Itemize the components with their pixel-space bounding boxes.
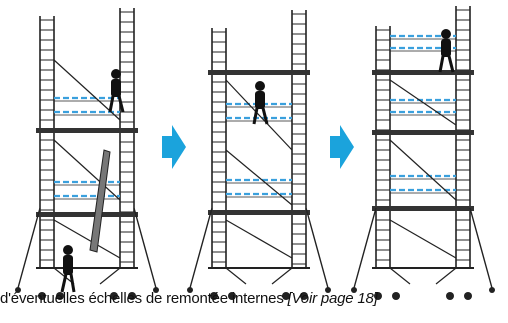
diagonal-brace: [53, 219, 121, 259]
worker-head: [111, 69, 121, 79]
platform-deck: [208, 70, 310, 75]
diagonal-brace: [53, 139, 121, 201]
platform-deck: [372, 70, 474, 75]
page-reference: [Voir page 18]: [287, 290, 378, 307]
platform-deck: [208, 210, 310, 215]
diagonal-brace: [389, 79, 457, 126]
base-brace: [435, 267, 457, 285]
worker-head: [255, 81, 265, 91]
castor-wheel: [128, 292, 136, 300]
right-arrow-icon: [162, 125, 186, 169]
platform-deck: [372, 130, 474, 135]
castor-wheel: [464, 292, 472, 300]
worker-leg: [438, 55, 445, 73]
right-arrow-icon: [330, 125, 354, 169]
worker-leg: [447, 55, 455, 73]
diagonal-brace: [389, 219, 457, 259]
stabiliser-foot: [153, 287, 159, 293]
stabiliser-right: [133, 207, 157, 289]
stabiliser-foot: [351, 287, 357, 293]
stabiliser-left: [17, 207, 41, 289]
diagonal-brace: [225, 219, 293, 259]
platform-deck: [36, 128, 138, 133]
scaffold-tower-step-2: [187, 10, 331, 300]
base-brace: [225, 267, 247, 285]
worker-leg: [252, 107, 259, 125]
worker-leg: [108, 95, 115, 113]
worker-body: [255, 91, 265, 109]
stabiliser-left: [189, 207, 213, 289]
castor-wheel: [300, 292, 308, 300]
castor-wheel: [392, 292, 400, 300]
scaffold-tower-step-1: [15, 8, 159, 300]
stabiliser-foot: [489, 287, 495, 293]
ground-worker-leg: [69, 273, 76, 293]
stabiliser-foot: [15, 287, 21, 293]
ground-worker-leg: [60, 273, 68, 293]
castor-wheel: [210, 292, 218, 300]
base-brace: [99, 267, 121, 285]
worker-body: [111, 79, 121, 97]
platform-deck: [372, 206, 474, 211]
worker-body: [441, 39, 451, 57]
stabiliser-left: [353, 207, 377, 289]
diagonal-brace: [225, 149, 293, 206]
worker-leg: [261, 107, 269, 125]
stabiliser-right: [305, 207, 329, 289]
scaffold-tower-step-3: [351, 6, 495, 300]
stabiliser-right: [469, 207, 493, 289]
castor-wheel: [110, 292, 118, 300]
castor-wheel: [446, 292, 454, 300]
stabiliser-foot: [325, 287, 331, 293]
diagonal-brace: [225, 79, 293, 151]
castor-wheel: [56, 292, 64, 300]
worker-head: [441, 29, 451, 39]
base-brace: [53, 267, 75, 285]
caption-text: d'éventuelles échelles de remontée inter…: [0, 290, 284, 307]
castor-wheel: [282, 292, 290, 300]
platform-deck: [36, 212, 138, 217]
worker-leg: [117, 95, 125, 113]
deck-panel: [89, 149, 111, 253]
caption: d'éventuelles échelles de remontée inter…: [0, 290, 508, 310]
castor-wheel: [228, 292, 236, 300]
diagonal-brace: [389, 139, 457, 201]
stabiliser-foot: [187, 287, 193, 293]
base-brace: [389, 267, 411, 285]
castor-wheel: [38, 292, 46, 300]
base-brace: [271, 267, 293, 285]
ground-worker-body: [63, 255, 73, 275]
ground-worker-head: [63, 245, 73, 255]
castor-wheel: [374, 292, 382, 300]
